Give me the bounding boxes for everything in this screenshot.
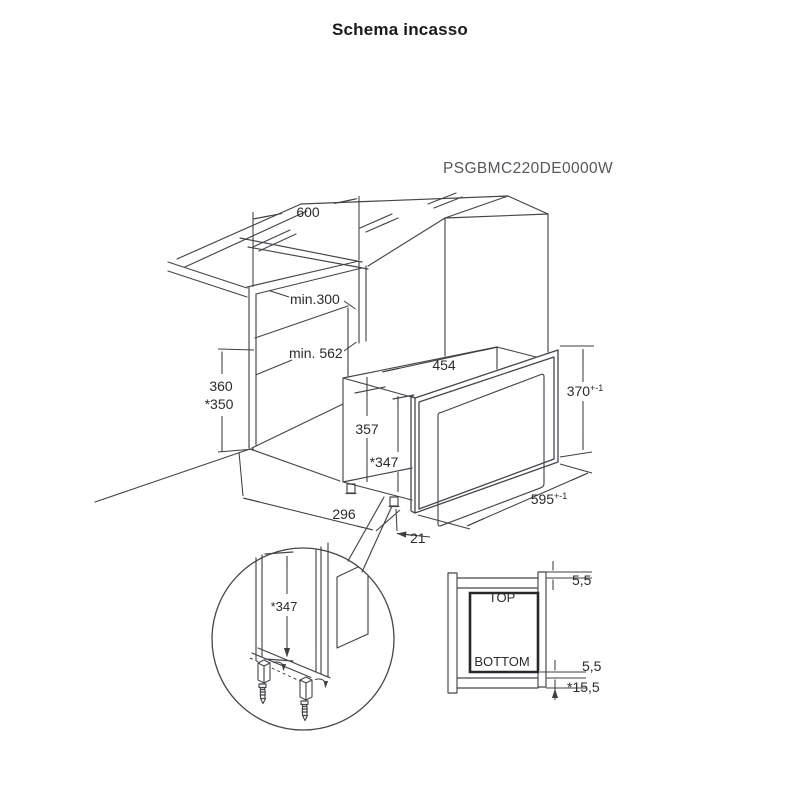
dim-niche-width: 600 — [296, 204, 320, 220]
detail-circle — [211, 547, 395, 731]
dim-chassis-height: 357 — [355, 421, 379, 437]
spacer-foot-edges — [299, 679, 313, 701]
model-number: PSGBMC220DE0000W — [443, 160, 613, 177]
section-clearance-bottom: 5,5 — [582, 658, 602, 674]
section-top-label: TOP — [489, 590, 516, 605]
dim-front-height: 370+-1 — [567, 383, 604, 399]
detail-dim-height: *347 — [271, 599, 298, 614]
dim-chassis-width: 454 — [432, 357, 456, 373]
arrowheads — [221, 198, 587, 535]
dim-niche-height-starred: *350 — [205, 396, 234, 412]
spacer-foot-edges — [257, 662, 271, 684]
adjustable-feet — [345, 483, 400, 508]
cabinet-lines — [94, 195, 549, 503]
section-cavity — [468, 591, 540, 674]
dim-niche-depth: min. 562 — [289, 345, 343, 361]
dim-niche-height: 360 — [209, 378, 233, 394]
microwave-chassis-lines — [342, 346, 537, 501]
screw-icon — [300, 700, 309, 722]
section-ticks — [540, 571, 592, 689]
section-cabinet-lines — [447, 571, 547, 694]
dim-shelf-depth: min.300 — [290, 291, 340, 307]
page-title: Schema incasso — [331, 20, 469, 39]
dim-chassis-depth: 296 — [332, 506, 356, 522]
detail-callout: *347 — [211, 496, 395, 731]
screw-icon — [258, 683, 267, 705]
section-arrowheads — [553, 561, 555, 700]
dim-chassis-height-starred: *347 — [370, 454, 399, 470]
dim-front-width: 595+-1 — [531, 491, 568, 507]
section-bottom-label: BOTTOM — [474, 654, 529, 669]
section-clearance-bottom-total: *15,5 — [567, 679, 600, 695]
microwave-frame — [410, 349, 559, 514]
dimension-lines — [217, 196, 594, 538]
rotate-arrow-icon — [314, 678, 329, 689]
section-view: TOP BOTTOM 5,5 5,5 *15,5 — [447, 561, 602, 700]
rotate-arrow-icon — [272, 661, 287, 672]
detail-panel-lines — [251, 542, 369, 679]
callout-leader-wedge — [347, 496, 393, 573]
microwave-door-window — [437, 373, 545, 527]
section-clearance-top: 5,5 — [572, 572, 592, 588]
dim-frame-overlap: 21 — [410, 530, 426, 546]
worktop-seam-lines — [252, 192, 463, 252]
